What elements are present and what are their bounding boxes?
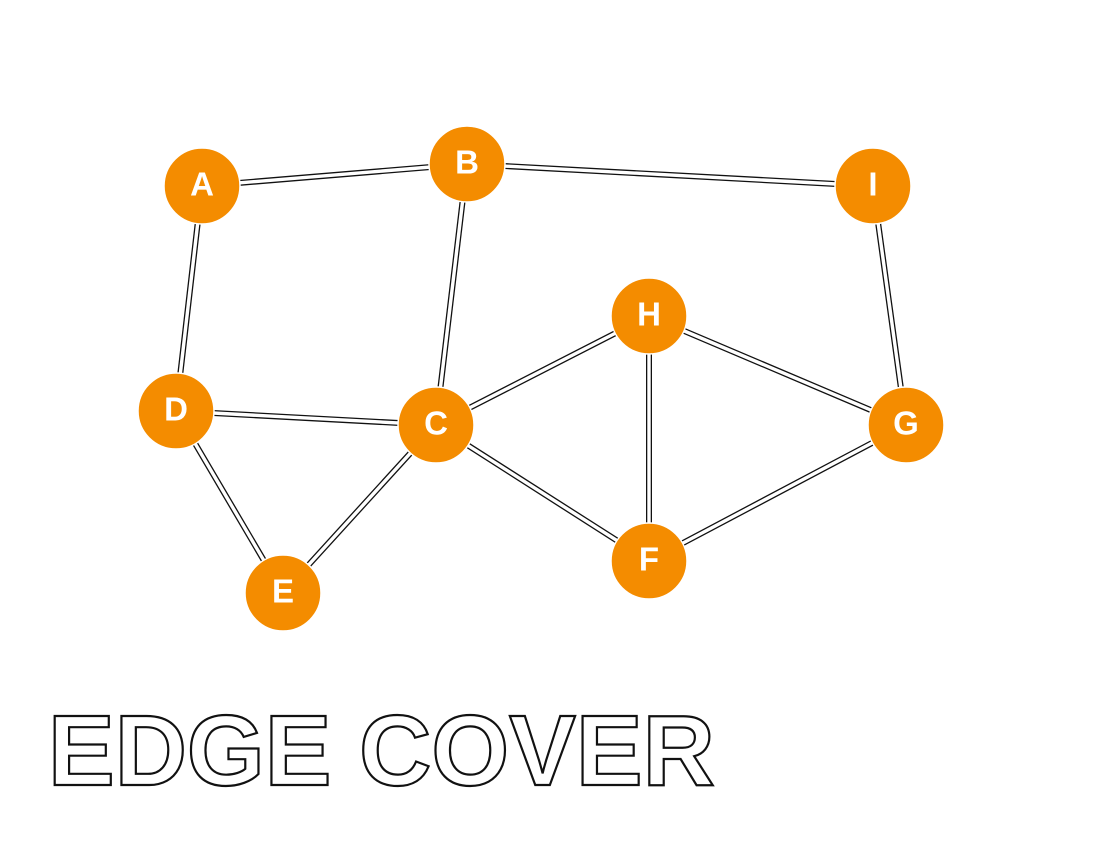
edge-core — [648, 423, 907, 563]
node-i: I — [834, 147, 912, 225]
node-f: F — [610, 522, 688, 600]
node-h: H — [610, 277, 688, 355]
edge-core — [435, 314, 650, 427]
edge-c-h — [434, 313, 651, 428]
edge-b-c — [433, 163, 470, 426]
edge-d-c — [175, 408, 437, 428]
node-circle — [137, 372, 215, 450]
node-label: H — [637, 296, 661, 333]
edge-core — [871, 185, 908, 426]
node-circle — [163, 147, 241, 225]
edge-core — [434, 163, 469, 426]
node-label: E — [272, 573, 294, 610]
node-label: B — [455, 144, 479, 181]
node-g: G — [867, 386, 945, 464]
diagram-title: EDGE COVER — [48, 695, 715, 807]
node-circle — [867, 386, 945, 464]
edge-a-b — [201, 161, 468, 189]
node-label: G — [893, 405, 919, 442]
node-label: C — [424, 405, 448, 442]
edge-core — [435, 423, 650, 563]
node-d: D — [137, 372, 215, 450]
node-e: E — [244, 554, 322, 632]
edge-core — [201, 162, 468, 188]
edge-b-i — [466, 161, 874, 189]
edge-f-g — [647, 422, 908, 564]
edge-c-f — [434, 422, 651, 564]
node-label: I — [868, 166, 877, 203]
edges-layer — [173, 161, 909, 596]
node-circle — [610, 522, 688, 600]
node-c: C — [397, 386, 475, 464]
node-circle — [244, 554, 322, 632]
node-label: A — [190, 166, 214, 203]
edge-core — [466, 162, 874, 188]
node-circle — [397, 386, 475, 464]
node-label: F — [639, 541, 659, 578]
node-circle — [834, 147, 912, 225]
edge-core — [175, 409, 437, 427]
edge-core — [648, 314, 907, 427]
nodes-layer: A B I D C H G F E — [137, 125, 945, 632]
node-circle — [428, 125, 506, 203]
node-label: D — [164, 391, 188, 428]
edge-h-g — [647, 313, 908, 428]
node-circle — [610, 277, 688, 355]
node-b: B — [428, 125, 506, 203]
edge-i-g — [870, 185, 909, 426]
node-a: A — [163, 147, 241, 225]
